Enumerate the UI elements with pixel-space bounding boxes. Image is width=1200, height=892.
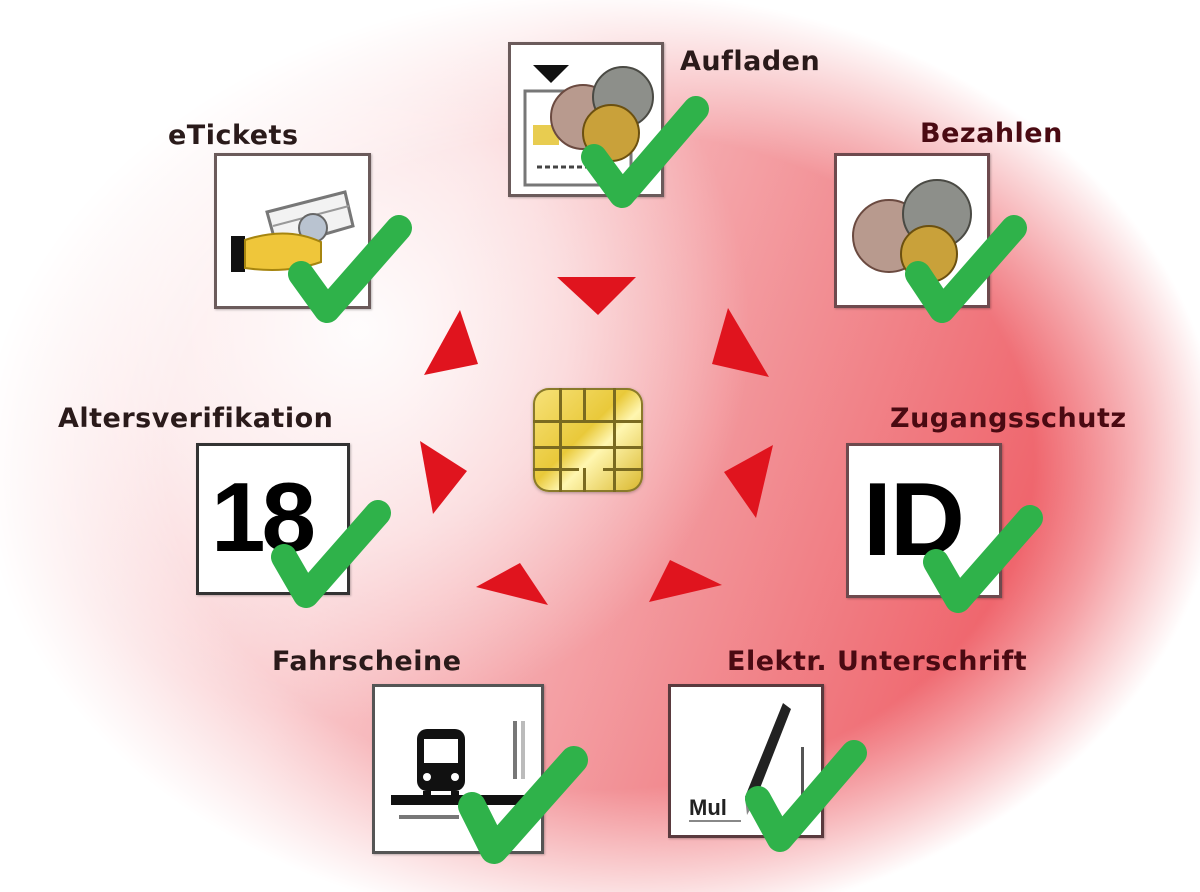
label-fahrscheine: Fahrscheine (272, 646, 462, 677)
label-altersverifikation: Altersverifikation (58, 403, 334, 434)
signature-scribble: Mul (689, 795, 727, 820)
arrow-left-icon (420, 441, 467, 514)
arrow-bottom-right-icon (649, 560, 722, 602)
arrow-top-icon (557, 277, 636, 315)
smart-card-chip-icon (533, 388, 643, 492)
label-elektr-unterschrift: Elektr. Unterschrift (727, 646, 1028, 677)
label-etickets: eTickets (168, 120, 299, 151)
arrow-bottom-left-icon (476, 563, 548, 605)
arrow-top-left-icon (424, 310, 478, 375)
label-aufladen: Aufladen (680, 46, 821, 77)
arrow-right-icon (724, 445, 773, 518)
label-bezahlen: Bezahlen (920, 118, 1063, 149)
label-zugangsschutz: Zugangsschutz (890, 403, 1127, 434)
arrow-top-right-icon (712, 308, 769, 377)
